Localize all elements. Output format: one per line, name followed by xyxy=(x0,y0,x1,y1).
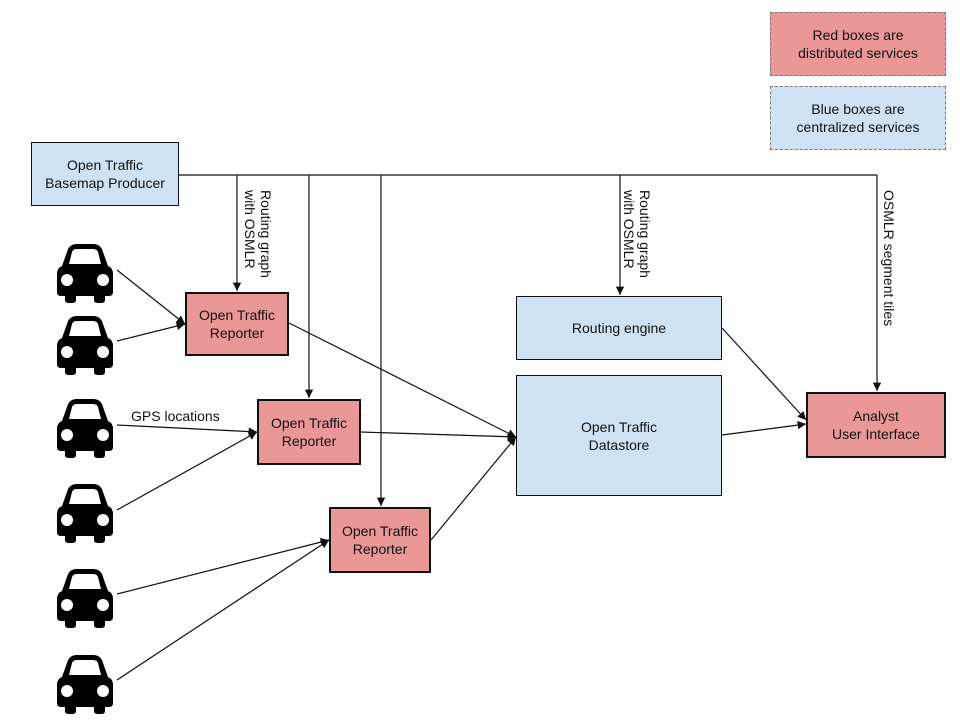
car-icon xyxy=(53,395,117,459)
reporter-2-line1: Open Traffic xyxy=(270,415,347,431)
routing-graph-1-line1: Routing graph xyxy=(258,190,274,278)
car-icon xyxy=(53,480,117,544)
routing-graph-label-2: Routing graph with OSMLR xyxy=(621,190,653,278)
reporter-1-line1: Open Traffic xyxy=(198,307,275,323)
reporter-node-1: Open Traffic Reporter xyxy=(185,292,289,356)
gps-locations-label: GPS locations xyxy=(131,408,220,424)
car-icon xyxy=(53,312,117,376)
routing-graph-1-line2: with OSMLR xyxy=(242,190,258,269)
service-connections xyxy=(288,322,807,541)
routing-graph-2-line2: with OSMLR xyxy=(621,190,637,269)
analyst-line2: User Interface xyxy=(832,426,920,442)
reporter-3-line2: Reporter xyxy=(352,541,408,557)
reporter-node-2: Open Traffic Reporter xyxy=(257,399,361,465)
gps-connections xyxy=(116,269,330,681)
basemap-distribution-lines xyxy=(179,174,882,506)
routing-graph-label-1: Routing graph with OSMLR xyxy=(242,190,274,278)
legend-centralized: Blue boxes are centralized services xyxy=(770,86,946,150)
datastore-line2: Datastore xyxy=(588,436,650,453)
analyst-ui-node: Analyst User Interface xyxy=(806,392,946,458)
car-icon xyxy=(53,565,117,629)
datastore-node: Open Traffic Datastore xyxy=(516,375,722,496)
legend-centralized-line1: Blue boxes are xyxy=(811,101,905,117)
legend-distributed-line2: distributed services xyxy=(798,45,918,61)
analyst-line1: Analyst xyxy=(853,408,899,424)
legend-centralized-line2: centralized services xyxy=(796,119,920,135)
datastore-line1: Open Traffic xyxy=(580,418,657,435)
reporter-node-3: Open Traffic Reporter xyxy=(329,507,431,573)
car-icon xyxy=(53,651,117,715)
routing-engine-node: Routing engine xyxy=(516,296,722,360)
car-icon xyxy=(53,240,117,304)
legend-distributed: Red boxes are distributed services xyxy=(770,12,946,76)
basemap-producer-node: Open Traffic Basemap Producer xyxy=(31,142,179,206)
reporter-2-line2: Reporter xyxy=(281,433,337,449)
reporter-1-line2: Reporter xyxy=(209,325,265,341)
basemap-producer-line1: Open Traffic xyxy=(66,157,143,173)
osmlr-segment-tiles-text: OSMLR segment tiles xyxy=(881,190,897,327)
routing-graph-2-line1: Routing graph xyxy=(637,190,653,278)
basemap-producer-line2: Basemap Producer xyxy=(45,175,165,191)
routing-engine-label: Routing engine xyxy=(571,320,667,336)
osmlr-segment-tiles-label: OSMLR segment tiles xyxy=(881,190,897,326)
reporter-3-line1: Open Traffic xyxy=(341,523,418,539)
legend-distributed-line1: Red boxes are xyxy=(812,27,904,43)
